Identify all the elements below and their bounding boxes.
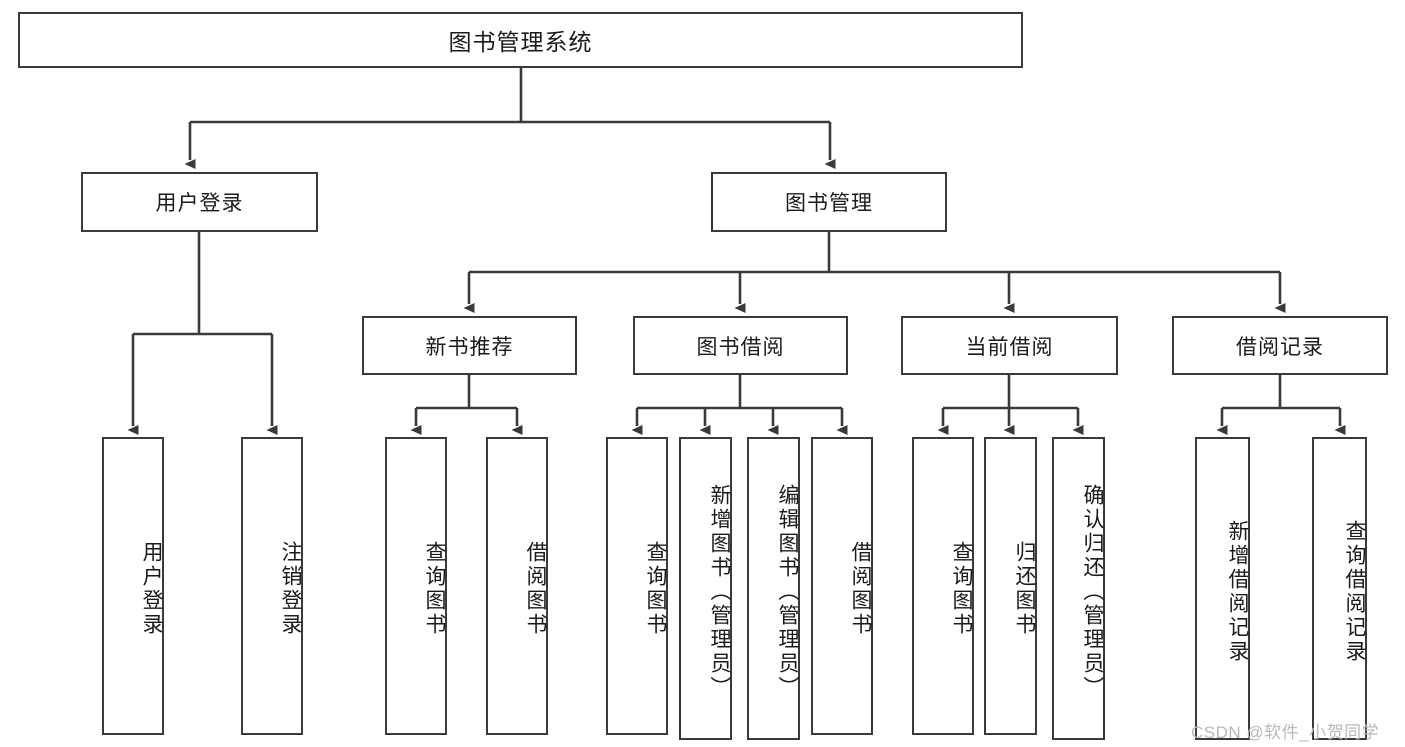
leaf-edit-book[interactable]: 编辑图书（管理员） bbox=[747, 437, 800, 740]
leaf-add-book[interactable]: 新增图书（管理员） bbox=[679, 437, 732, 740]
leaf-return-book-label: 归还图书 bbox=[1013, 541, 1036, 637]
node-current-borrow-label: 当前借阅 bbox=[965, 335, 1054, 359]
leaf-add-book-label: 新增图书（管理员） bbox=[708, 483, 731, 700]
node-book-manage[interactable]: 图书管理 bbox=[711, 172, 947, 232]
node-new-book-recommend[interactable]: 新书推荐 bbox=[362, 316, 577, 375]
leaf-query-book-3-label: 查询图书 bbox=[950, 541, 973, 637]
node-current-borrow[interactable]: 当前借阅 bbox=[901, 316, 1118, 375]
node-borrow-record[interactable]: 借阅记录 bbox=[1172, 316, 1388, 375]
node-user-login-label: 用户登录 bbox=[155, 192, 244, 215]
node-root[interactable]: 图书管理系统 bbox=[18, 12, 1023, 68]
leaf-add-record-label: 新增借阅记录 bbox=[1226, 519, 1249, 664]
leaf-user-login[interactable]: 用户登录 bbox=[102, 437, 164, 735]
node-new-book-recommend-label: 新书推荐 bbox=[425, 335, 514, 359]
leaf-query-record-label: 查询借阅记录 bbox=[1343, 519, 1366, 664]
leaf-query-record[interactable]: 查询借阅记录 bbox=[1312, 437, 1367, 740]
leaf-query-book-2[interactable]: 查询图书 bbox=[606, 437, 668, 735]
node-borrow-record-label: 借阅记录 bbox=[1236, 335, 1324, 359]
node-book-manage-label: 图书管理 bbox=[785, 192, 873, 215]
leaf-borrow-book-1[interactable]: 借阅图书 bbox=[486, 437, 548, 735]
leaf-user-logout-label: 注销登录 bbox=[279, 541, 302, 637]
leaf-confirm-return[interactable]: 确认归还（管理员） bbox=[1052, 437, 1105, 740]
node-user-login[interactable]: 用户登录 bbox=[81, 172, 318, 232]
leaf-query-book-1-label: 查询图书 bbox=[423, 541, 446, 637]
leaf-query-book-3[interactable]: 查询图书 bbox=[912, 437, 974, 735]
csdn-watermark: CSDN @软件_小贺同学 bbox=[1191, 723, 1380, 742]
node-root-label: 图书管理系统 bbox=[448, 29, 593, 55]
leaf-borrow-book-2[interactable]: 借阅图书 bbox=[811, 437, 873, 735]
leaf-borrow-book-2-label: 借阅图书 bbox=[849, 541, 872, 637]
leaf-user-login-label: 用户登录 bbox=[140, 541, 163, 637]
leaf-return-book[interactable]: 归还图书 bbox=[984, 437, 1037, 735]
leaf-confirm-return-label: 确认归还（管理员） bbox=[1081, 483, 1104, 700]
leaf-add-record[interactable]: 新增借阅记录 bbox=[1195, 437, 1250, 740]
node-book-borrow-label: 图书借阅 bbox=[696, 335, 785, 359]
node-book-borrow[interactable]: 图书借阅 bbox=[633, 316, 848, 375]
leaf-borrow-book-1-label: 借阅图书 bbox=[524, 541, 547, 637]
leaf-edit-book-label: 编辑图书（管理员） bbox=[776, 483, 799, 700]
leaf-query-book-2-label: 查询图书 bbox=[644, 541, 667, 637]
leaf-user-logout[interactable]: 注销登录 bbox=[241, 437, 303, 735]
leaf-query-book-1[interactable]: 查询图书 bbox=[385, 437, 447, 735]
